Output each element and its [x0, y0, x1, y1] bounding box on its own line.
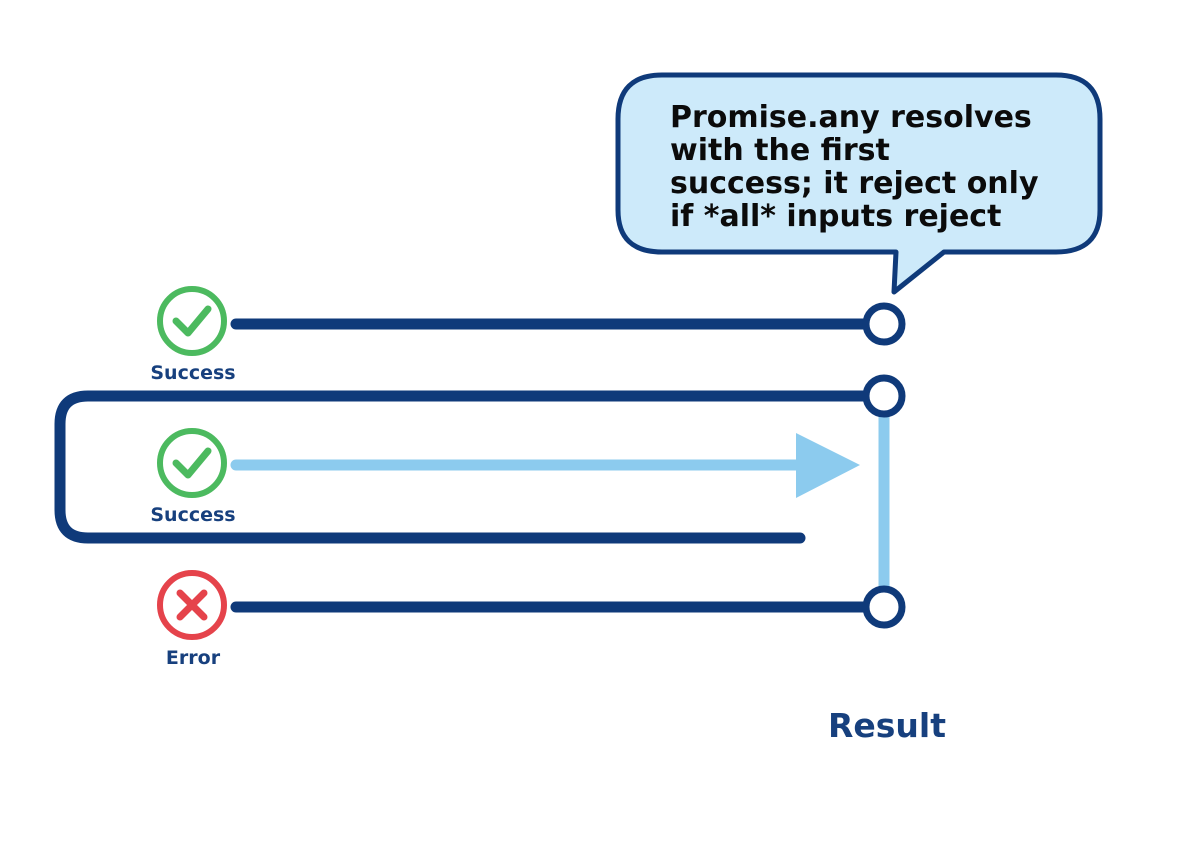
callout-line-3: success; it reject only: [670, 166, 1039, 201]
cross-icon: [176, 589, 208, 621]
node-1: [862, 302, 906, 346]
callout-line-1: Promise.any resolves: [670, 100, 1032, 135]
input-3-label: Error: [166, 647, 221, 669]
callout-line-4: if *all* inputs reject: [670, 199, 1001, 234]
input-1-label: Success: [150, 362, 235, 384]
input-1-status: Success: [150, 286, 236, 384]
success-circle: [157, 286, 227, 356]
result-label: Result: [828, 706, 946, 745]
callout-shape: [615, 72, 1103, 295]
node-2: [862, 374, 906, 418]
callout-line-2: with the first: [670, 133, 890, 168]
loop-path: [54, 390, 872, 544]
callout-bubble: Promise.any resolves with the first succ…: [615, 72, 1103, 295]
node-3: [862, 585, 906, 629]
check-icon: [172, 305, 212, 337]
lane-2-arrow-head: [796, 433, 860, 498]
input-2-label: Success: [150, 504, 235, 526]
check-icon: [172, 447, 212, 479]
success-circle: [157, 428, 227, 498]
input-3-status: Error: [157, 570, 227, 669]
input-2-status: Success: [150, 428, 236, 526]
